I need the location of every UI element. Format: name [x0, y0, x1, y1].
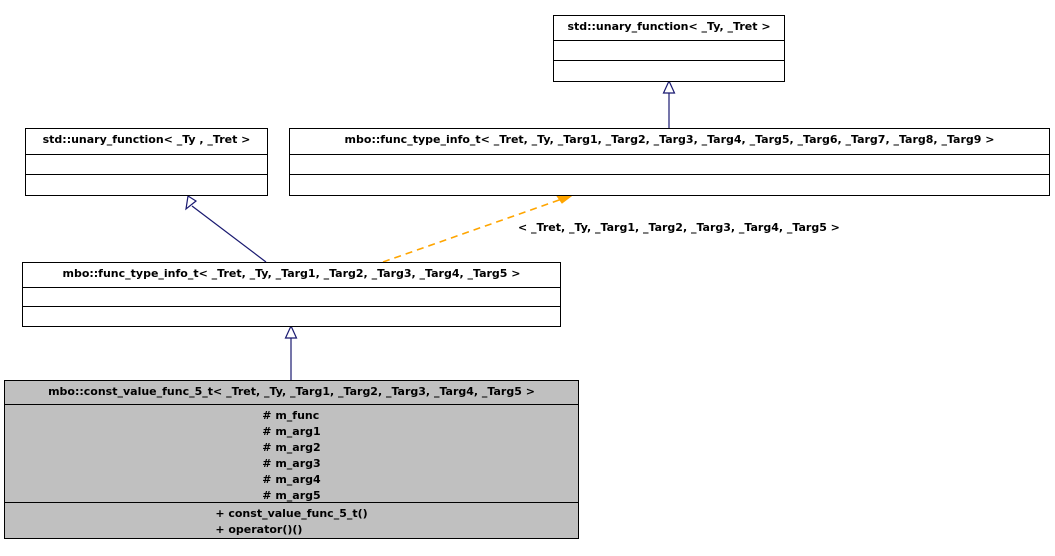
class-operations	[26, 175, 267, 195]
class-box-func-type-info-t-9[interactable]: mbo::func_type_info_t< _Tret, _Ty, _Targ…	[289, 128, 1050, 196]
class-attributes	[23, 288, 560, 307]
attribute-item: # m_arg3	[262, 457, 321, 470]
attribute-list: # m_func # m_arg1 # m_arg2 # m_arg3 # m_…	[262, 408, 321, 502]
class-box-const-value-func-5-t[interactable]: mbo::const_value_func_5_t< _Tret, _Ty, _…	[4, 380, 579, 539]
class-attributes	[290, 155, 1049, 175]
class-box-std-unary-function-top[interactable]: std::unary_function< _Ty, _Tret >	[553, 15, 785, 82]
edge-inheritance-5arg-to-left	[185, 195, 267, 263]
class-box-func-type-info-t-5[interactable]: mbo::func_type_info_t< _Tret, _Ty, _Targ…	[22, 262, 561, 327]
class-operations	[23, 307, 560, 326]
class-title: mbo::const_value_func_5_t< _Tret, _Ty, _…	[5, 381, 578, 405]
class-title: mbo::func_type_info_t< _Tret, _Ty, _Targ…	[290, 129, 1049, 155]
class-title: mbo::func_type_info_t< _Tret, _Ty, _Targ…	[23, 263, 560, 288]
class-operations: + const_value_func_5_t() + operator()()	[5, 503, 578, 539]
class-attributes	[26, 155, 267, 175]
class-operations	[554, 61, 784, 81]
class-operations	[290, 175, 1049, 195]
edge-label-template-args: < _Tret, _Ty, _Targ1, _Targ2, _Targ3, _T…	[518, 221, 840, 234]
class-box-std-unary-function-left[interactable]: std::unary_function< _Ty , _Tret >	[25, 128, 268, 196]
operation-list: + const_value_func_5_t() + operator()()	[215, 506, 367, 538]
attribute-item: # m_arg1	[262, 425, 321, 438]
class-attributes: # m_func # m_arg1 # m_arg2 # m_arg3 # m_…	[5, 405, 578, 503]
attribute-item: # m_arg5	[262, 489, 321, 502]
operation-item: + const_value_func_5_t()	[215, 507, 368, 520]
class-title: std::unary_function< _Ty , _Tret >	[26, 129, 267, 155]
attribute-item: # m_arg4	[262, 473, 321, 486]
class-title: std::unary_function< _Ty, _Tret >	[554, 16, 784, 41]
attribute-item: # m_arg2	[262, 441, 321, 454]
attribute-item: # m_func	[262, 409, 320, 422]
edge-inheritance-constvalue-to-5arg	[284, 324, 298, 380]
operation-item: + operator()()	[215, 523, 303, 536]
class-attributes	[554, 41, 784, 61]
